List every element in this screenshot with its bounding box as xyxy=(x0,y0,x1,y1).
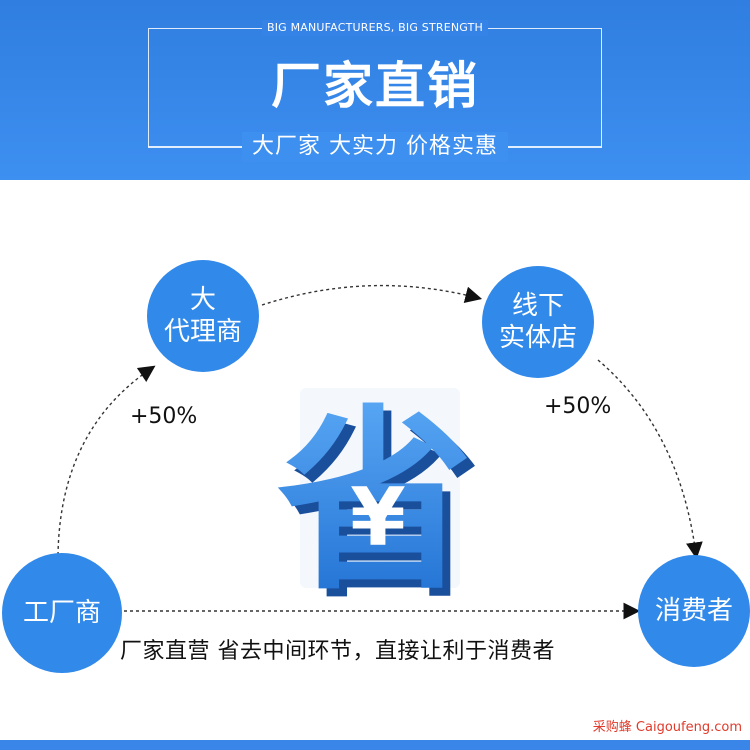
node-store-line2: 实体店 xyxy=(498,323,577,353)
subtitle-row: 大厂家 大实力 价格实惠 xyxy=(0,132,750,162)
arrow-store-to-consumer xyxy=(597,359,703,560)
yen-sign: ¥ xyxy=(350,471,406,564)
footer-bar xyxy=(0,740,750,750)
subtitle-rule xyxy=(508,146,601,147)
watermark: 采购蜂 Caigoufeng.com xyxy=(592,720,742,735)
markup-left: +50% xyxy=(130,404,198,429)
center-sheng-shadow: 省 xyxy=(285,397,481,625)
header-banner: BIG MANUFACTURERS, BIG STRENGTH 厂家直销 大厂家… xyxy=(0,0,750,180)
tagline: BIG MANUFACTURERS, BIG STRENGTH xyxy=(266,21,484,34)
tagline-gap xyxy=(262,20,488,36)
node-agent: 大 代理商 xyxy=(147,260,259,372)
center-sheng-icon: 省 省 ¥ xyxy=(277,388,481,625)
node-agent-line1: 大 xyxy=(189,285,216,315)
page-title: 厂家直销 xyxy=(271,57,479,115)
node-agent-line2: 代理商 xyxy=(163,317,242,347)
caption: 厂家直营 省去中间环节，直接让利于消费者 xyxy=(120,639,555,664)
node-factory: 工厂商 xyxy=(2,553,122,673)
node-consumer: 消费者 xyxy=(638,555,750,667)
center-sheng-glyph: 省 xyxy=(277,389,473,617)
node-store-line1: 线下 xyxy=(511,291,564,321)
node-store: 线下 实体店 xyxy=(482,266,594,378)
node-factory-label: 工厂商 xyxy=(22,598,101,628)
subtitle: 大厂家 大实力 价格实惠 xyxy=(242,132,508,162)
arrow-agent-to-store xyxy=(261,284,483,306)
subtitle-rule xyxy=(148,146,242,147)
markup-right: +50% xyxy=(544,394,612,419)
arrow-factory-to-agent xyxy=(57,365,156,556)
node-consumer-label: 消费者 xyxy=(654,596,733,626)
